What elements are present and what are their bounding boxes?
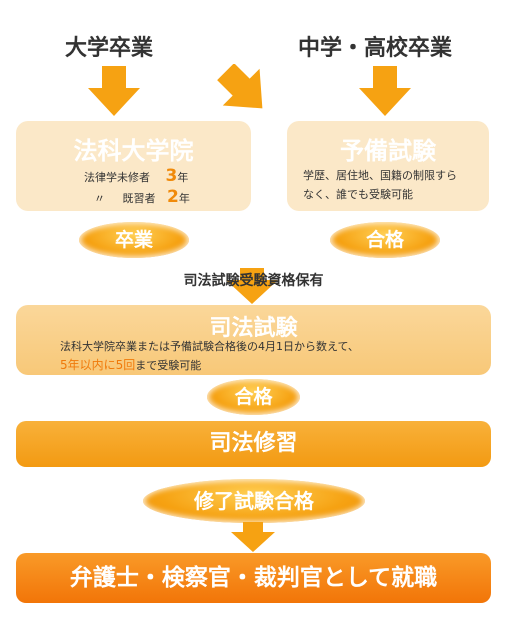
bar-exam-limit-rest: まで受験可能 bbox=[135, 359, 202, 372]
preliminary-exam-desc-line1: 学歴、居住地、国籍の制限すら bbox=[303, 169, 457, 182]
law-school-row-unlearned: 法律学未修者 3年 bbox=[84, 166, 188, 186]
law-school-box: 法科大学院 法律学未修者 3年 〃 既習者 2年 bbox=[16, 121, 251, 211]
bar-exam-desc-line1: 法科大学院卒業または予備試験合格後の4月1日から数えて、 bbox=[60, 340, 359, 353]
bar-exam-eligibility-label: 司法試験受験資格保有 bbox=[183, 273, 324, 289]
down-arrow-icon bbox=[226, 268, 278, 304]
unlearned-years: 3 bbox=[165, 166, 178, 186]
unlearned-label: 法律学未修者 bbox=[84, 171, 150, 184]
down-arrow-icon bbox=[88, 66, 140, 116]
legal-training-band: 司法修習 bbox=[16, 421, 491, 467]
university-graduation-label: 大学卒業 bbox=[65, 36, 154, 61]
bar-exam-title: 司法試験 bbox=[209, 316, 298, 341]
graduate-badge: 卒業 bbox=[79, 222, 189, 258]
bar-exam-desc-line2: 5年以内に5回まで受験可能 bbox=[60, 356, 201, 373]
middle-high-school-graduation-label: 中学・高校卒業 bbox=[298, 36, 453, 61]
preliminary-exam-box: 予備試験 学歴、居住地、国籍の制限すら なく、誰でも受験可能 bbox=[287, 121, 489, 211]
preliminary-exam-desc-line2: なく、誰でも受験可能 bbox=[303, 188, 413, 201]
pass-preliminary-badge: 合格 bbox=[330, 222, 440, 258]
ditto-mark: 〃 bbox=[94, 192, 105, 205]
down-arrow-icon bbox=[359, 66, 411, 116]
completion-exam-pass-badge: 修了試験合格 bbox=[143, 479, 365, 523]
preliminary-exam-title: 予備試験 bbox=[340, 137, 436, 165]
down-arrow-icon bbox=[231, 522, 275, 552]
bar-exam-limit-highlight: 5年以内に5回 bbox=[60, 358, 136, 372]
diagonal-arrow-icon bbox=[217, 64, 263, 109]
learned-years-unit: 年 bbox=[178, 192, 190, 205]
career-band: 弁護士・検察官・裁判官として就職 bbox=[16, 553, 491, 603]
learned-label: 既習者 bbox=[122, 192, 156, 205]
learned-years: 2 bbox=[167, 187, 179, 207]
law-school-title: 法科大学院 bbox=[73, 137, 194, 165]
pass-bar-exam-badge: 合格 bbox=[207, 379, 300, 415]
law-school-row-learned: 〃 既習者 2年 bbox=[94, 187, 190, 207]
bar-exam-box: 司法試験 法科大学院卒業または予備試験合格後の4月1日から数えて、 5年以内に5… bbox=[16, 305, 491, 375]
unlearned-years-unit: 年 bbox=[177, 171, 189, 184]
